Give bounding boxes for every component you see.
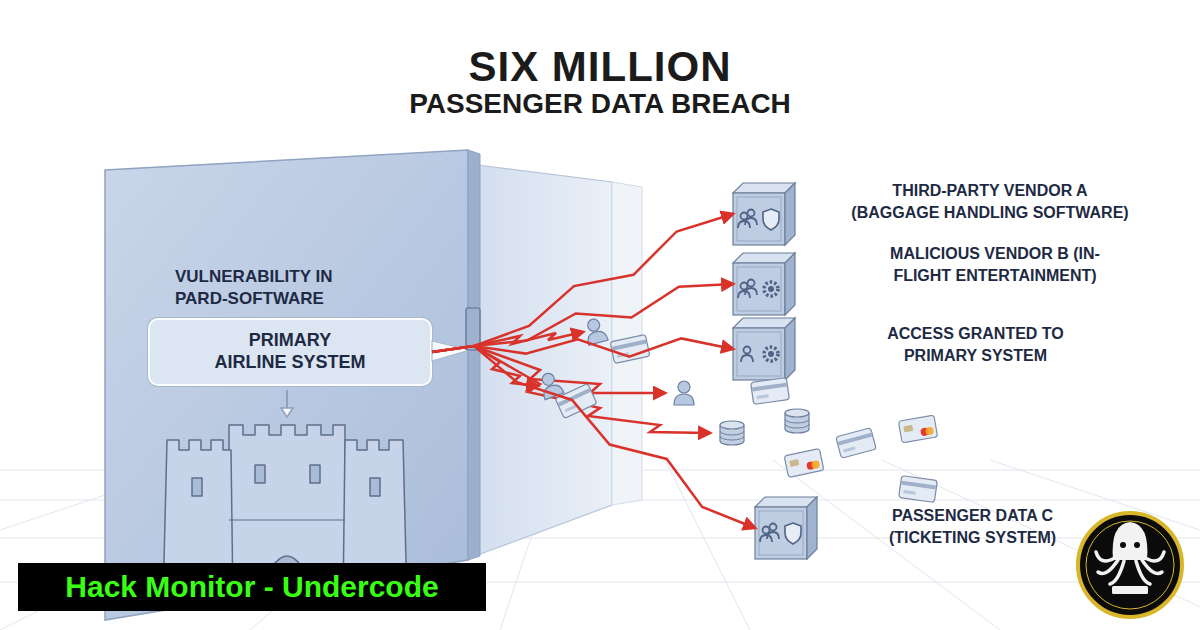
octopus-eye xyxy=(1120,542,1126,548)
cube-side xyxy=(785,318,795,380)
user-glyph xyxy=(745,288,757,295)
user-icon xyxy=(674,381,694,405)
octopus-tentacles xyxy=(1096,552,1164,584)
card-icon xyxy=(610,334,650,363)
cube-inset xyxy=(737,197,781,241)
panel-face xyxy=(105,150,468,620)
user-glyph xyxy=(738,221,750,228)
card-icon xyxy=(784,448,824,477)
user-glyph xyxy=(748,280,755,287)
user-glyph xyxy=(741,355,753,362)
node-label: ACCESS GRANTED TO PRIMARY SYSTEM xyxy=(868,323,1083,366)
gear-glyph xyxy=(768,351,774,357)
node-text: PRIMARY AIRLINE SYSTEM xyxy=(212,330,368,373)
cube-shape xyxy=(755,497,1080,559)
keyboard-icon xyxy=(1112,586,1148,594)
shield-glyph xyxy=(785,523,801,544)
attack-arrow xyxy=(474,346,710,433)
card-icon xyxy=(751,378,790,405)
user-glyph xyxy=(767,532,779,539)
cube-front xyxy=(733,263,785,315)
octopus-logo xyxy=(1078,513,1182,617)
user-glyph xyxy=(745,218,757,225)
cube-side xyxy=(807,497,817,559)
card-icon xyxy=(898,415,937,443)
vendor-cube: MALICIOUS VENDOR B (IN-FLIGHT ENTERTAINM… xyxy=(733,253,1125,315)
octopus-head xyxy=(1113,522,1148,560)
cube-glyphs xyxy=(760,523,801,544)
arrow-line xyxy=(286,390,288,410)
user-glyph xyxy=(741,213,748,220)
octopus-eye xyxy=(1134,542,1140,548)
user-glyph xyxy=(760,535,772,542)
database-icon xyxy=(720,421,744,445)
card-icon xyxy=(555,383,597,418)
cube-side xyxy=(785,253,795,315)
castle-window xyxy=(370,478,380,496)
cube-side xyxy=(785,183,795,245)
logo-ring xyxy=(1086,521,1174,609)
node-label: THIRD-PARTY VENDOR A (BAGGAGE HANDLING S… xyxy=(848,180,1132,225)
castle-window xyxy=(310,465,320,483)
gear-glyph xyxy=(764,347,778,361)
cube-inset xyxy=(737,332,781,376)
gear-glyph xyxy=(764,282,778,296)
vendor-cube: THIRD-PARTY VENDOR A (BAGGAGE HANDLING S… xyxy=(733,183,1132,245)
user-glyph xyxy=(770,524,777,531)
cube-inset xyxy=(759,511,803,555)
gear-glyph xyxy=(768,286,774,292)
castle-window xyxy=(255,465,265,483)
subtitle-text: PASSENGER DATA BREACH xyxy=(0,88,1200,120)
database-icon xyxy=(785,409,809,433)
user-glyph xyxy=(738,291,750,298)
card-icon xyxy=(899,476,938,503)
user-glyph xyxy=(744,347,751,354)
cube-inset xyxy=(737,267,781,311)
cube-glyphs xyxy=(738,280,778,299)
cube-front xyxy=(733,328,785,380)
attack-arrow xyxy=(432,346,755,528)
attack-arrow xyxy=(432,214,733,352)
cube-front xyxy=(733,193,785,245)
castle-line xyxy=(229,520,345,521)
node-label: PASSENGER DATA C (TICKETING SYSTEM) xyxy=(865,505,1080,548)
arrow-head xyxy=(281,408,293,417)
user-glyph xyxy=(763,527,770,534)
node-text: VULNERABILITY IN PARD-SOFTWARE xyxy=(175,266,375,310)
node-label: MALICIOUS VENDOR B (IN-FLIGHT ENTERTAINM… xyxy=(865,243,1125,288)
user-glyph xyxy=(741,283,748,290)
user-glyph xyxy=(748,210,755,217)
cube-glyphs xyxy=(738,209,779,230)
down-arrow xyxy=(281,390,293,417)
shield-glyph xyxy=(763,209,779,230)
watermark-text: Hack Monitor - Undercode xyxy=(18,563,486,611)
data-cube: PASSENGER DATA C (TICKETING SYSTEM) xyxy=(755,497,1080,559)
process-box: PRIMARY AIRLINE SYSTEM xyxy=(148,318,432,386)
logo-ring xyxy=(1078,513,1182,617)
card-icon xyxy=(836,428,876,459)
title-text: SIX MILLION xyxy=(0,44,1200,90)
access-cube: ACCESS GRANTED TO PRIMARY SYSTEM xyxy=(733,318,1083,380)
panel-edge xyxy=(468,150,480,560)
decor-arrows xyxy=(474,332,710,433)
cube-glyphs xyxy=(741,347,778,363)
cube-front xyxy=(755,507,807,559)
castle-window xyxy=(192,478,202,496)
